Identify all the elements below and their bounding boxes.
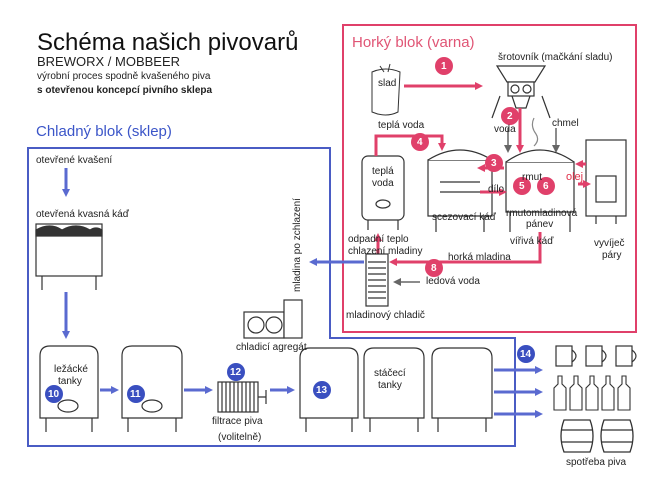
cold-block-title: Chladný blok (sklep) xyxy=(36,123,172,140)
label-scezovaci: scezovací káď xyxy=(432,212,496,223)
label-odpadni-1: odpadní teplo xyxy=(348,234,409,245)
lauter-tun xyxy=(427,149,493,232)
label-filtrace-2: (volitelně) xyxy=(218,432,262,443)
step-13: 13 xyxy=(316,385,328,396)
label-horka-mladina: horká mladina xyxy=(448,252,511,263)
steam-generator xyxy=(585,139,627,224)
serving-tank-1 xyxy=(299,347,359,432)
label-lezacke-1: ležácké xyxy=(54,364,88,375)
step-1: 1 xyxy=(441,61,447,72)
beer-bottles xyxy=(553,375,631,411)
label-mladina-po-zchlazeni: mladina po zchlazení xyxy=(292,198,303,292)
beer-filter xyxy=(217,381,267,413)
label-tepla-voda: teplá voda xyxy=(378,120,425,131)
label-rmutomladinova-1: rmutomladinová xyxy=(506,208,578,219)
step-14: 14 xyxy=(520,349,532,360)
label-odpadni-2: chlazení mladiny xyxy=(348,246,423,257)
label-filtrace-1: filtrace piva xyxy=(212,416,263,427)
beer-kegs xyxy=(560,419,634,453)
label-vyvijec-2: páry xyxy=(602,250,622,261)
hot-water-tank xyxy=(361,155,405,230)
cold-step-markers xyxy=(45,345,535,403)
label-otevrene-kvaseni: otevřené kvašení xyxy=(36,155,113,166)
step-2: 2 xyxy=(507,111,513,122)
label-viriva: vířivá káď xyxy=(510,236,554,247)
mill xyxy=(491,65,551,119)
brand-subtitle: BREWORX / MOBBEER xyxy=(37,54,181,69)
step-10: 10 xyxy=(48,389,60,400)
beer-mugs xyxy=(555,345,637,367)
hot-step-markers xyxy=(411,57,555,277)
label-lezacke-2: tanky xyxy=(58,376,82,387)
step-8: 8 xyxy=(431,263,437,274)
serving-tank-2 xyxy=(363,347,425,432)
wort-chiller xyxy=(365,253,389,307)
step-12: 12 xyxy=(230,367,242,378)
label-chmel: chmel xyxy=(552,118,579,129)
step-3: 3 xyxy=(491,158,497,169)
label-slad: slad xyxy=(378,78,397,89)
step-11: 11 xyxy=(130,389,141,400)
step-5: 5 xyxy=(519,181,525,192)
page-title: Schéma našich pivovarů xyxy=(37,29,299,56)
cold-block-border xyxy=(27,147,516,447)
malt-bag xyxy=(371,63,401,116)
step-4: 4 xyxy=(417,137,423,148)
label-hot-tank-2: voda xyxy=(372,178,394,189)
label-rmutomladinova-2: pánev xyxy=(526,219,554,230)
label-srotovnik: šrotovník (mačkání sladu) xyxy=(498,52,613,63)
step-6: 6 xyxy=(543,181,549,192)
open-fermenter xyxy=(35,223,103,290)
cooling-aggregate xyxy=(243,299,303,339)
label-stacici-2: tanky xyxy=(378,380,402,391)
label-hot-tank-1: teplá xyxy=(372,166,394,177)
label-rmut: rmut xyxy=(522,172,542,183)
label-mladinovy-chladic: mladinový chladič xyxy=(346,310,425,321)
label-olej: olej xyxy=(566,171,584,183)
serving-tank-3 xyxy=(431,347,493,432)
label-spotreba: spotřeba piva xyxy=(566,457,627,468)
hot-block-border xyxy=(342,24,637,333)
hot-block-title: Horký blok (varna) xyxy=(352,34,475,51)
description-text: výrobní proces spodně kvašeného piva xyxy=(37,71,211,82)
label-voda: voda xyxy=(494,124,516,135)
description-bold: s otevřenou koncepcí pivního sklepa xyxy=(37,85,213,96)
label-ledova-voda: ledová voda xyxy=(426,276,480,287)
label-stacici-1: stáčecí xyxy=(374,368,406,379)
label-chladici-agregat: chladicí agregát xyxy=(236,342,307,353)
label-otevrena-kad: otevřená kvasná káď xyxy=(36,209,129,220)
label-vyvijec-1: vyvíječ xyxy=(594,238,625,249)
label-dilo: dílo xyxy=(488,184,505,195)
